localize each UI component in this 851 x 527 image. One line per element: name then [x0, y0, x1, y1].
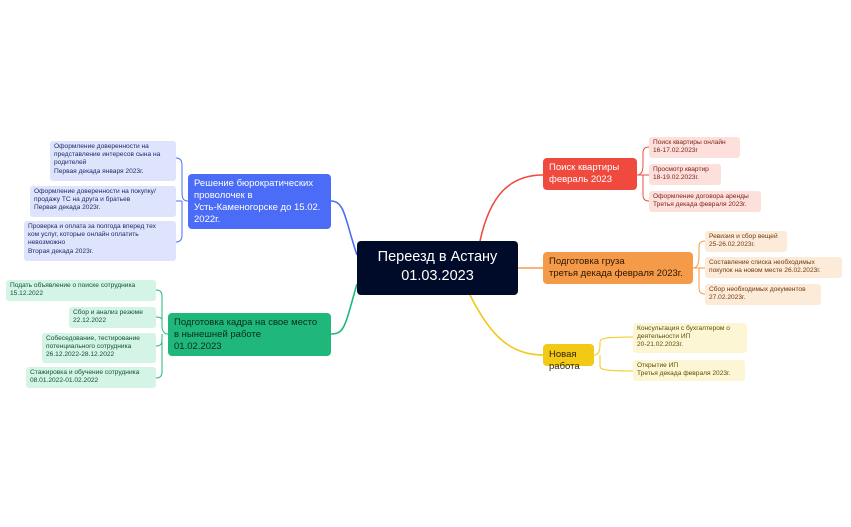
- link-bureaucracy: [330, 200, 358, 256]
- subtopic-cargo-2[interactable]: Составление списка необходимых покупок н…: [705, 257, 842, 278]
- subtopic-staff-4[interactable]: Стажировка и обучение сотрудника 08.01.2…: [26, 367, 156, 388]
- subtopic-job-2[interactable]: Открытие ИП Третья декада февраля 2023г.: [633, 360, 745, 381]
- subtopic-cargo-1[interactable]: Ревизия и сбор вещей 25-26.02.2023г.: [705, 231, 787, 252]
- subtopic-cargo-3[interactable]: Сбор необходимых документов 27.02.2023г.: [705, 284, 821, 305]
- subtopic-staff-1[interactable]: Подать объявление о поиске сотрудника 15…: [6, 280, 156, 301]
- topic-staff[interactable]: Подготовка кадра на свое место в нынешне…: [168, 313, 331, 356]
- topic-apartment[interactable]: Поиск квартиры февраль 2023: [543, 158, 637, 190]
- link-staff: [330, 283, 358, 335]
- subtopic-bureaucracy-3[interactable]: Проверка и оплата за полгода вперед тех …: [24, 221, 176, 261]
- subtopic-staff-2[interactable]: Сбор и анализ резюме 22.12.2022: [69, 307, 156, 328]
- subtopic-staff-3[interactable]: Собеседование, тестирование потенциально…: [42, 333, 156, 363]
- subtopic-job-1[interactable]: Консультация с бухгалтером о деятельност…: [633, 323, 747, 353]
- subtopic-bureaucracy-2[interactable]: Оформление доверенности на покупку/ прод…: [30, 186, 176, 217]
- central-topic[interactable]: Переезд в Астану 01.03.2023: [357, 241, 518, 295]
- topic-bureaucracy[interactable]: Решение бюрократических проволочек в Уст…: [188, 174, 331, 229]
- subtopic-apartment-1[interactable]: Поиск квартиры онлайн 16-17.02.2023г: [649, 137, 740, 158]
- subtopic-apartment-2[interactable]: Просмотр квартир 18-19.02.2023г.: [649, 164, 721, 185]
- topic-cargo[interactable]: Подготовка груза третья декада февраля 2…: [543, 252, 693, 284]
- subtopic-apartment-3[interactable]: Оформление договора аренды Третья декада…: [649, 191, 761, 212]
- link-apartment: [479, 174, 544, 242]
- link-job: [469, 294, 544, 356]
- topic-job[interactable]: Новая работа: [543, 344, 594, 372]
- subtopic-bureaucracy-1[interactable]: Оформление доверенности на представление…: [50, 141, 176, 181]
